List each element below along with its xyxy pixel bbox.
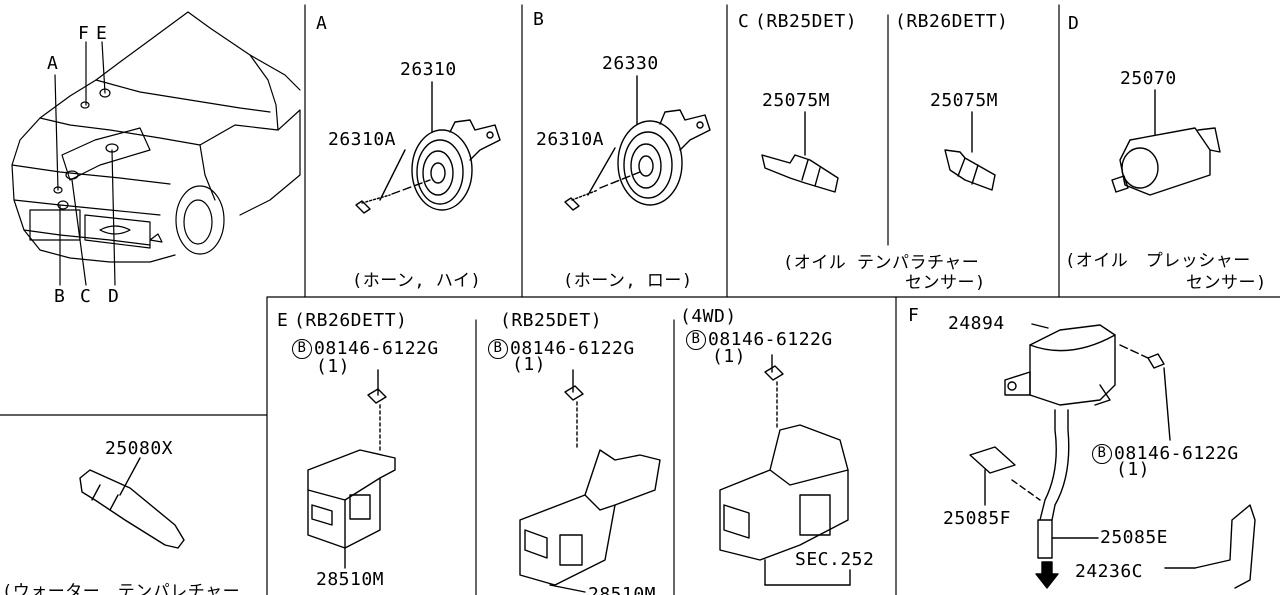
part-25085e: 25085E [1100,527,1169,548]
panel-dividers [0,4,1280,595]
part-25080x: 25080X [105,438,174,459]
bolt-part-number: 08146-6122G [510,338,635,359]
bolt-b-symbol: B [686,330,706,350]
part-24236c: 24236C [1075,561,1144,582]
engine-rb26dett-e: (RB26DETT) [294,310,408,331]
caption-oil-pressure-1: (オイル プレッシャー [1065,251,1251,271]
part-25075m-1: 25075M [762,90,831,111]
panel-d-letter: D [1068,13,1080,34]
panel-c-letter: C [738,11,750,32]
engine-rb26dett-c: (RB26DETT) [895,11,1009,32]
part-25070: 25070 [1120,68,1177,89]
panel-b-letter: B [533,9,545,30]
callout-c: C [80,286,92,307]
part-28510m-2: 28510M [588,584,657,595]
panel-e-letter: E [277,310,289,331]
bolt-qty-rb26: (1) [316,356,351,377]
panel-f-letter: F [908,305,920,326]
control-unit-4wd [719,354,851,586]
bolt-part-number: 08146-6122G [708,329,833,350]
caption-horn-low: (ホーン, ロー) [563,271,693,291]
caption-horn-high: (ホーン, ハイ) [352,271,482,291]
down-arrow-icon [1035,561,1059,589]
caption-water-temp: (ウォーター テンパレチャー [2,582,241,595]
bolt-qty-rb25: (1) [512,354,547,375]
part-26310: 26310 [400,59,457,80]
callout-d: D [108,286,120,307]
reservoir-tank [969,323,1256,589]
part-24894: 24894 [948,313,1005,334]
caption-oil-temp-2: センサー) [905,273,986,293]
horn-high [355,81,501,214]
bolt-part-number: 08146-6122G [1114,443,1239,464]
bolt-qty-4wd: (1) [712,346,747,367]
sec-252-ref: SEC.252 [795,549,875,570]
part-25075m-2: 25075M [930,90,999,111]
callout-a: A [47,53,59,74]
caption-oil-pressure-2: センサー) [1186,273,1267,293]
oil-pressure-sensor [1111,89,1221,196]
control-unit-rb26 [307,369,396,569]
bolt-b-symbol: B [1092,444,1112,464]
callout-f: F [78,23,90,44]
panel-a-letter: A [316,13,328,34]
bolt-part-number: 08146-6122G [314,338,439,359]
part-26330: 26330 [602,53,659,74]
callout-b: B [54,286,66,307]
water-temp-sensor [79,457,185,549]
engine-4wd: (4WD) [680,306,737,327]
control-unit-rb25 [519,369,661,593]
part-25085f: 25085F [943,508,1012,529]
bolt-qty-f: (1) [1116,459,1151,480]
oil-temp-sensor-rb25 [761,111,839,193]
bolt-b-symbol: B [488,339,508,359]
engine-rb25det-c: (RB25DET) [755,11,858,32]
engine-rb25det-e: (RB25DET) [500,310,603,331]
callout-e: E [96,23,108,44]
horn-low [564,75,711,211]
part-26310a-a: 26310A [328,129,397,150]
part-28510m-1: 28510M [316,569,385,590]
part-26310a-b: 26310A [536,129,605,150]
oil-temp-sensor-rb26 [944,111,996,191]
car-illustration [11,11,301,286]
bolt-b-symbol: B [292,339,312,359]
caption-oil-temp-1: (オイル テンパラチャー [783,253,980,273]
